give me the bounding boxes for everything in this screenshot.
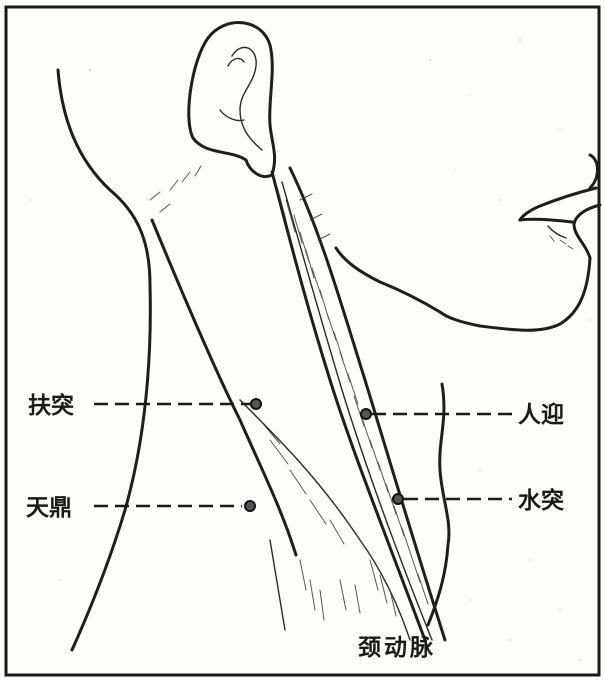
carotid-artery-label: 颈动脉 [358, 634, 436, 661]
renying-label: 人迎 [518, 401, 564, 428]
shuitu-point [393, 494, 403, 504]
tianding-point [245, 501, 255, 511]
shuitu-label: 水突 [518, 487, 564, 514]
tianding-label: 天鼎 [26, 494, 72, 521]
renying-point [361, 409, 371, 419]
futu-point [251, 399, 261, 409]
futu-label: 扶突 [28, 392, 74, 419]
